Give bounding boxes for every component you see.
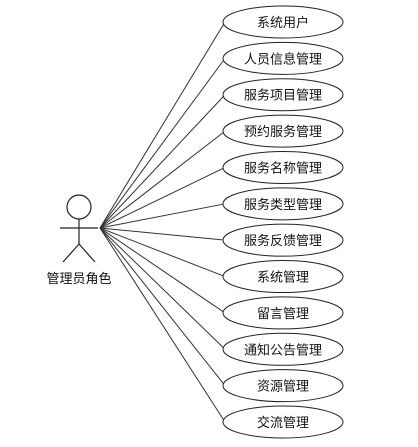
use-case-label: 服务类型管理 xyxy=(244,197,322,213)
use-case: 服务项目管理 xyxy=(222,78,344,112)
association-line xyxy=(99,203,226,229)
use-case-ellipse xyxy=(222,78,344,112)
use-case: 系统管理 xyxy=(222,260,344,294)
use-case: 服务名称管理 xyxy=(222,150,344,184)
use-case-label: 资源管理 xyxy=(257,380,309,395)
use-case: 资源管理 xyxy=(222,369,344,403)
association-line xyxy=(99,227,226,350)
actor-left-leg xyxy=(62,243,80,263)
use-case: 预约服务管理 xyxy=(222,114,344,148)
use-case-ellipse xyxy=(222,296,344,330)
actor-label: 管理员角色 xyxy=(46,271,111,287)
use-case: 通知公告管理 xyxy=(222,332,344,366)
use-case: 留言管理 xyxy=(222,296,344,330)
use-case-ellipse xyxy=(222,187,344,221)
use-cases: 系统用户人员信息管理服务项目管理预约服务管理服务名称管理服务类型管理服务反馈管理… xyxy=(222,5,344,439)
association-line xyxy=(99,227,226,314)
use-case-label: 预约服务管理 xyxy=(244,124,322,140)
association-line xyxy=(99,58,226,229)
use-case-ellipse xyxy=(222,369,344,403)
use-case-label: 留言管理 xyxy=(257,307,309,322)
use-case: 服务反馈管理 xyxy=(222,223,344,257)
admin-actor: 管理员角色 xyxy=(46,194,112,287)
association-line xyxy=(99,130,226,229)
association-line xyxy=(99,94,226,229)
use-case-ellipse xyxy=(222,41,344,75)
use-case-ellipse xyxy=(222,5,344,39)
use-case-label: 系统用户 xyxy=(257,15,309,31)
association-line xyxy=(99,167,226,229)
association-line xyxy=(99,227,226,278)
use-case-label: 交流管理 xyxy=(257,415,309,431)
use-case-label: 系统管理 xyxy=(257,271,309,286)
use-case-label: 服务项目管理 xyxy=(244,88,322,104)
use-case: 交流管理 xyxy=(222,405,344,439)
use-case-ellipse xyxy=(222,332,344,366)
actor-right-leg xyxy=(78,243,96,263)
use-case: 服务类型管理 xyxy=(222,187,344,221)
association-lines xyxy=(99,21,226,423)
use-case: 系统用户 xyxy=(222,5,344,39)
use-case-ellipse xyxy=(222,405,344,439)
actor-head xyxy=(66,194,92,220)
association-line xyxy=(99,21,226,229)
use-case-ellipse xyxy=(222,223,344,257)
association-line xyxy=(99,227,226,423)
use-case-label: 服务名称管理 xyxy=(244,160,322,176)
use-case-ellipse xyxy=(222,260,344,294)
use-case-ellipse xyxy=(222,150,344,184)
association-line xyxy=(99,227,226,386)
use-case: 人员信息管理 xyxy=(222,41,344,75)
use-case-label: 通知公告管理 xyxy=(244,342,322,358)
use-case-ellipse xyxy=(222,114,344,148)
use-case-label: 服务反馈管理 xyxy=(244,233,322,249)
use-case-label: 人员信息管理 xyxy=(244,51,322,67)
association-line xyxy=(99,227,226,241)
